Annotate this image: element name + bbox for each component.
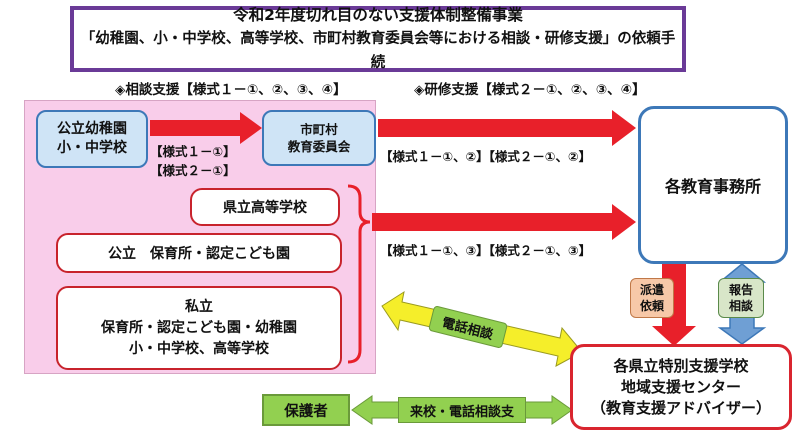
label-dispatch: 派遣 依頼 — [630, 278, 674, 318]
node-municipal-board: 市町村 教育委員会 — [262, 110, 376, 166]
label-report-2: 相談 — [728, 299, 753, 313]
label-forms-top: 【様式１－①、②】【様式２－①、②】 — [380, 149, 592, 164]
label-report: 報告 相談 — [718, 278, 764, 318]
node-private: 私立 保育所・認定こども園・幼稚園 小・中学校、高等学校 — [56, 286, 342, 370]
label-report-1: 報告 — [728, 283, 753, 297]
schools-bracket — [347, 184, 371, 364]
label-form-2-1: 【様式２－①】 — [150, 163, 236, 178]
label-dispatch-1: 派遣 — [639, 283, 664, 297]
title-box: 令和2年度切れ目のない支援体制整備事業 「幼稚園、小・中学校、高等学校、市町村教… — [70, 6, 686, 72]
title-line-1: 令和2年度切れ目のない支援体制整備事業 — [233, 6, 523, 24]
node-prefectural-hs: 県立高等学校 — [190, 188, 340, 226]
node-guardian: 保護者 — [262, 394, 350, 426]
node-education-offices: 各教育事務所 — [638, 106, 788, 264]
subhead-consult: ◈相談支援【様式１－①、②、③、④】 — [115, 82, 347, 98]
label-forms-mid: 【様式１－①、③】【様式２－①、③】 — [380, 243, 592, 258]
label-visit-phone: 来校・電話相談支 — [398, 397, 526, 423]
node-public-school: 公立幼稚園 小・中学校 — [36, 110, 148, 168]
node-support-center: 各県立特別支援学校 地域支援センター （教育支援アドバイザー） — [570, 344, 792, 430]
support-center-line-3: （教育支援アドバイザー） — [590, 398, 771, 417]
label-dispatch-2: 依頼 — [639, 299, 664, 313]
title-line-2: 「幼稚園、小・中学校、高等学校、市町村教育委員会等における相談・研修支援」の依頼… — [80, 31, 676, 71]
node-public-nursery: 公立 保育所・認定こども園 — [56, 233, 342, 273]
arrow-schools-to-office — [372, 204, 636, 240]
arrow-school-to-board — [150, 112, 262, 144]
arrow-board-to-office — [378, 110, 636, 146]
label-form-1-1: 【様式１－①】 — [150, 144, 236, 159]
support-center-line-2: 地域支援センター — [620, 377, 741, 396]
support-center-line-1: 各県立特別支援学校 — [613, 356, 749, 375]
subhead-training: ◈研修支援【様式２－①、②、③、④】 — [414, 82, 646, 98]
